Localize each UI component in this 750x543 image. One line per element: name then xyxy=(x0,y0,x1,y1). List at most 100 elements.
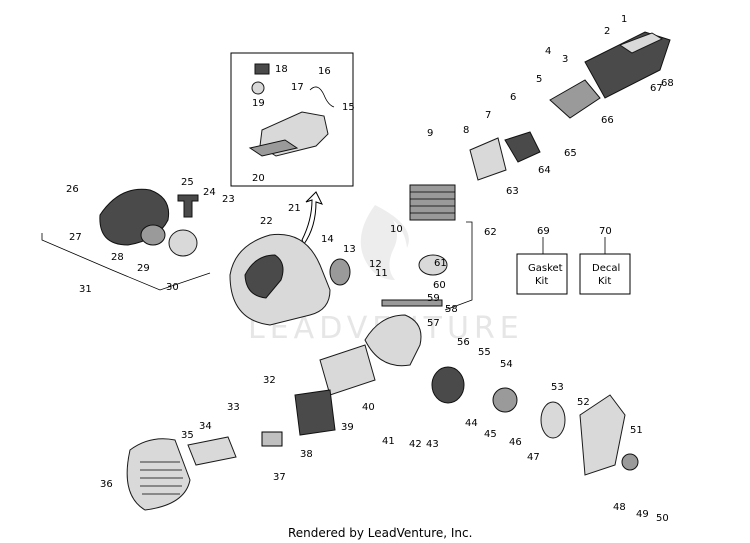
callout-28[interactable]: 28 xyxy=(111,252,124,263)
footer-credit: Rendered by LeadVenture, Inc. xyxy=(288,526,472,540)
callout-41[interactable]: 41 xyxy=(382,436,395,447)
callout-37[interactable]: 37 xyxy=(273,472,286,483)
callout-7[interactable]: 7 xyxy=(485,110,491,121)
callout-26[interactable]: 26 xyxy=(66,184,79,195)
callout-40[interactable]: 40 xyxy=(362,402,375,413)
callout-30[interactable]: 30 xyxy=(166,282,179,293)
callout-11[interactable]: 11 xyxy=(375,268,388,279)
callout-42[interactable]: 42 xyxy=(409,439,422,450)
inset-frame xyxy=(230,52,354,187)
callout-58[interactable]: 58 xyxy=(445,304,458,315)
callout-46[interactable]: 46 xyxy=(509,437,522,448)
callout-66[interactable]: 66 xyxy=(601,115,614,126)
callout-63[interactable]: 63 xyxy=(506,186,519,197)
arrow-21 xyxy=(301,191,323,245)
callout-16[interactable]: 16 xyxy=(318,66,331,77)
callout-62[interactable]: 62 xyxy=(484,227,497,238)
callout-52[interactable]: 52 xyxy=(577,397,590,408)
callout-17[interactable]: 17 xyxy=(291,82,304,93)
callout-56[interactable]: 56 xyxy=(457,337,470,348)
callout-35[interactable]: 35 xyxy=(181,430,194,441)
callout-33[interactable]: 33 xyxy=(227,402,240,413)
callout-3[interactable]: 3 xyxy=(562,54,568,65)
callout-57[interactable]: 57 xyxy=(427,318,440,329)
callout-67[interactable]: 67 xyxy=(650,83,663,94)
callout-20[interactable]: 20 xyxy=(252,173,265,184)
fuel-filter xyxy=(251,81,265,95)
callout-39[interactable]: 39 xyxy=(341,422,354,433)
callout-27[interactable]: 27 xyxy=(69,232,82,243)
gasket-7 xyxy=(469,137,507,181)
callout-19[interactable]: 19 xyxy=(252,98,265,109)
callout-18[interactable]: 18 xyxy=(275,64,288,75)
ignition-group xyxy=(294,344,639,476)
kit-69-box xyxy=(516,253,568,295)
kit-70-line2: Kit xyxy=(598,276,611,287)
callout-12[interactable]: 12 xyxy=(369,259,382,270)
kit-70-number: 70 xyxy=(599,226,612,237)
callout-6[interactable]: 6 xyxy=(510,92,516,103)
cylinder-group xyxy=(364,184,473,367)
callout-65[interactable]: 65 xyxy=(564,148,577,159)
callout-64[interactable]: 64 xyxy=(538,165,551,176)
watermark-flame-icon xyxy=(360,205,409,280)
kit-69-line2: Kit xyxy=(535,276,548,287)
engine-housing-cutout xyxy=(244,254,284,299)
callout-54[interactable]: 54 xyxy=(500,359,513,370)
callout-10[interactable]: 10 xyxy=(390,224,403,235)
callout-45[interactable]: 45 xyxy=(484,429,497,440)
group-bracket-31 xyxy=(41,233,211,291)
callout-5[interactable]: 5 xyxy=(536,74,542,85)
kit-69[interactable]: 69 Gasket Kit xyxy=(516,226,568,295)
callout-22[interactable]: 22 xyxy=(260,216,273,227)
cylinder-fins xyxy=(410,191,455,214)
callout-14[interactable]: 14 xyxy=(321,234,334,245)
callout-8[interactable]: 8 xyxy=(463,125,469,136)
callout-53[interactable]: 53 xyxy=(551,382,564,393)
recoil-spring xyxy=(140,224,166,246)
callout-24[interactable]: 24 xyxy=(203,187,216,198)
air-filter-element xyxy=(618,32,664,54)
exhaust-fitting xyxy=(329,258,351,286)
engine-housing-group xyxy=(229,233,351,326)
callout-38[interactable]: 38 xyxy=(300,449,313,460)
callout-1[interactable]: 1 xyxy=(621,14,627,25)
callout-15[interactable]: 15 xyxy=(342,102,355,113)
callout-36[interactable]: 36 xyxy=(100,479,113,490)
callout-34[interactable]: 34 xyxy=(199,421,212,432)
callout-55[interactable]: 55 xyxy=(478,347,491,358)
callout-13[interactable]: 13 xyxy=(343,244,356,255)
callout-2[interactable]: 2 xyxy=(604,26,610,37)
callout-48[interactable]: 48 xyxy=(613,502,626,513)
callout-68[interactable]: 68 xyxy=(661,78,674,89)
crankcase xyxy=(364,314,422,367)
group-bracket-62 xyxy=(444,221,473,311)
flywheel xyxy=(431,366,465,404)
clutch xyxy=(492,387,518,413)
air-filter-base xyxy=(549,79,601,119)
callout-49[interactable]: 49 xyxy=(636,509,649,520)
heat-shield-37 xyxy=(261,431,283,447)
callout-29[interactable]: 29 xyxy=(137,263,150,274)
fuel-cap xyxy=(254,63,270,75)
callout-61[interactable]: 61 xyxy=(434,258,447,269)
callout-43[interactable]: 43 xyxy=(426,439,439,450)
callout-23[interactable]: 23 xyxy=(222,194,235,205)
callout-4[interactable]: 4 xyxy=(545,46,551,57)
kit-70[interactable]: 70 Decal Kit xyxy=(579,226,631,295)
callout-21[interactable]: 21 xyxy=(288,203,301,214)
muffler-grille xyxy=(140,461,183,495)
callout-31[interactable]: 31 xyxy=(79,284,92,295)
callout-47[interactable]: 47 xyxy=(527,452,540,463)
callout-25[interactable]: 25 xyxy=(181,177,194,188)
callout-44[interactable]: 44 xyxy=(465,418,478,429)
fuel-line xyxy=(309,86,335,108)
callout-60[interactable]: 60 xyxy=(433,280,446,291)
muffler-gasket xyxy=(187,436,237,466)
starter-handle xyxy=(177,194,199,218)
callout-32[interactable]: 32 xyxy=(263,375,276,386)
callout-9[interactable]: 9 xyxy=(427,128,433,139)
callout-59[interactable]: 59 xyxy=(427,293,440,304)
callout-51[interactable]: 51 xyxy=(630,425,643,436)
callout-50[interactable]: 50 xyxy=(656,513,669,524)
